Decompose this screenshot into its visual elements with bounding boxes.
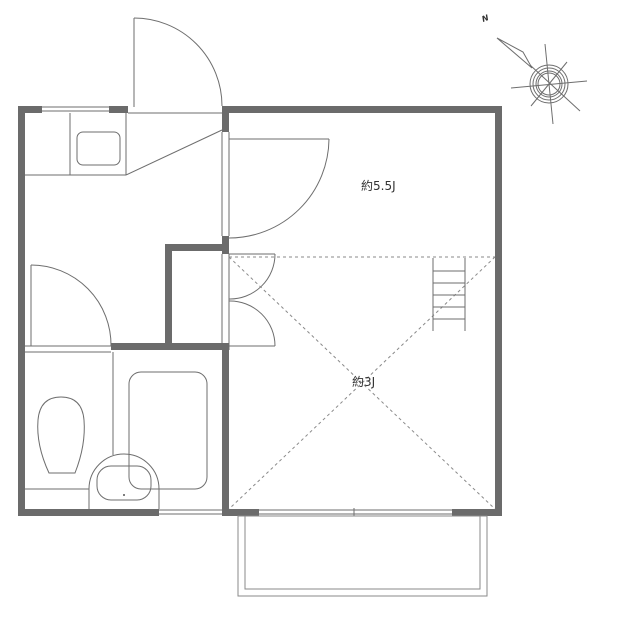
closet-doors [228,253,276,347]
compass-icon [496,37,588,125]
kitchen-counter [25,113,223,176]
room-door [228,138,330,239]
walls [18,106,502,516]
loft-ladder-icon [432,258,466,331]
room-label-main: 約5.5J [361,179,396,193]
washbasin-icon [88,453,160,490]
entrance-door [133,17,223,107]
kitchen-sink-icon [76,131,121,166]
balcony [237,515,488,597]
bathroom-door [25,264,112,353]
room-label-loft: 約3J [352,375,376,389]
loft-area [228,256,496,510]
bathtub-icon [128,371,208,490]
toilet-icon [37,396,85,474]
bathroom [25,352,208,509]
